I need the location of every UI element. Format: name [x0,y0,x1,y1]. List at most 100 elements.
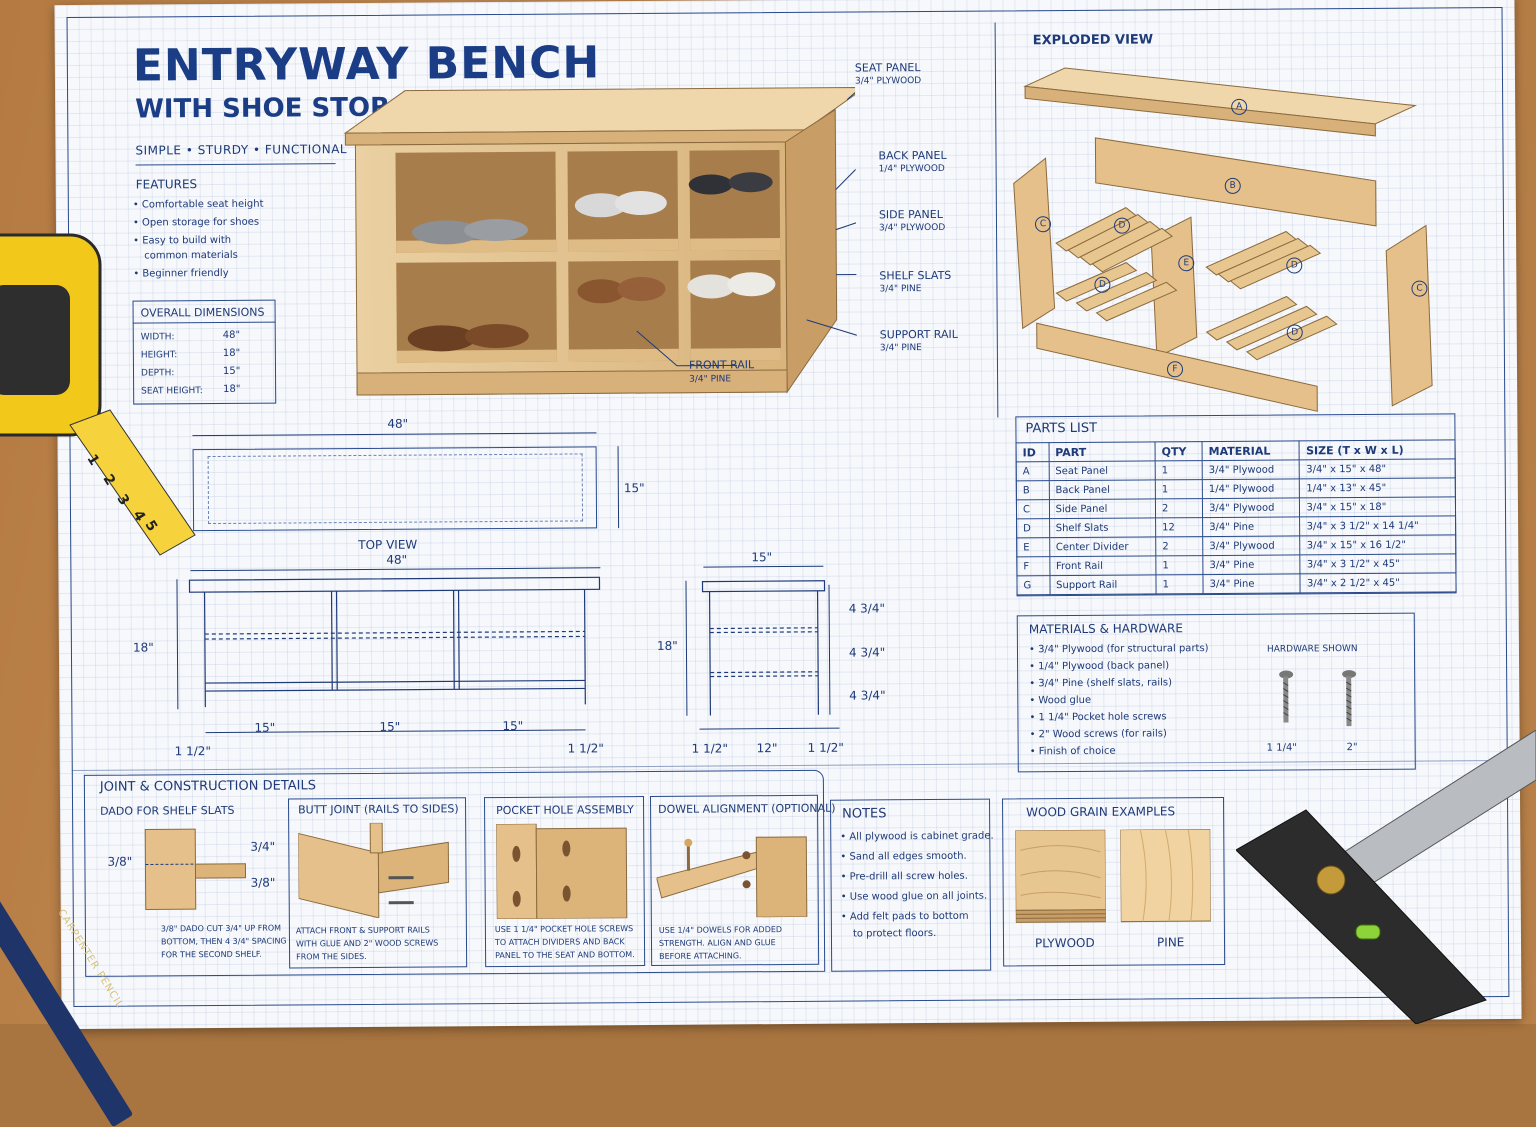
screw-icons [1269,668,1369,731]
dowel-drawing [656,822,817,918]
dimension-value: 15" [223,366,240,377]
table-cell: 1 [1156,575,1203,594]
table-cell: Back Panel [1049,480,1156,500]
table-cell: Seat Panel [1049,461,1156,481]
part-label: D [1114,218,1130,234]
table-cell: Support Rail [1050,575,1157,595]
notes-box [830,799,991,972]
joint-title: DOWEL ALIGNMENT (OPTIONAL) [658,802,836,816]
joint-caption: USE 1 1/4" POCKET HOLE SCREWS [495,924,633,934]
material-item: • 3/4" Plywood (for structural parts) [1029,643,1209,655]
column-header: MATERIAL [1202,441,1300,461]
side-view-bottom: 1 1/2" [692,741,728,755]
table-cell: 3/4" Pine [1203,574,1301,594]
callout-support-rail: SUPPORT RAIL [880,328,958,342]
table-cell: 1/4" x 13" x 45" [1300,478,1456,498]
front-view-width: 48" [386,553,407,567]
top-view-width: 48" [387,417,408,431]
table-cell: 1 [1155,461,1202,480]
front-view-bay: 15" [379,720,400,734]
joint-caption: BOTTOM, THEN 4 3/4" SPACING [161,937,287,947]
joint-caption: ATTACH FRONT & SUPPORT RAILS [296,926,430,936]
table-cell: B [1016,481,1049,500]
notes-heading: NOTES [842,806,886,821]
column-header: QTY [1155,442,1202,461]
callout-seat-panel: SEAT PANEL [855,61,921,74]
front-view-edge: 1 1/2" [568,741,604,755]
top-view-inner [208,453,583,524]
note-item: • Use wood glue on all joints. [841,891,988,903]
table-cell: Shelf Slats [1049,518,1156,538]
wood-sample-label: PLYWOOD [1035,936,1095,950]
part-label: A [1231,99,1247,115]
side-view-spacing: 4 3/4" [849,688,885,702]
joint-caption: STRENGTH. ALIGN AND GLUE [659,938,776,948]
table-cell: 3/4" x 3 1/2" x 45" [1300,554,1456,574]
front-view-edge: 1 1/2" [175,744,211,758]
table-cell: Center Divider [1049,537,1156,557]
table-cell: G [1017,576,1050,595]
part-label: C [1411,281,1427,297]
callout-spec: 3/4" PINE [879,284,921,294]
joint-title: BUTT JOINT (RAILS TO SIDES) [298,802,459,816]
material-item: • Wood glue [1029,695,1091,706]
dimension-value: 18" [223,384,240,395]
side-view-bottom: 1 1/2" [808,741,844,755]
table-cell: 12 [1156,518,1203,537]
callout-shelf-slats: SHELF SLATS [879,269,951,283]
dado-dim: 3/4" [250,840,275,854]
table-cell: D [1017,519,1050,538]
note-item: to protect floors. [853,928,936,940]
screw-icon [1279,670,1293,722]
part-label: D [1094,277,1110,293]
side-view-spacing: 4 3/4" [849,601,885,615]
exploded-view-heading: EXPLODED VIEW [1033,32,1154,48]
part-label: D [1286,257,1302,273]
note-item: • Add felt pads to bottom [841,911,969,923]
table-cell: 3/4" Plywood [1202,460,1300,480]
plywood-sample [1015,830,1106,926]
butt-joint-drawing [298,822,459,918]
dado-joint-drawing [140,824,251,915]
joint-caption: USE 1/4" DOWELS FOR ADDED [659,925,782,935]
parts-list-heading: PARTS LIST [1025,421,1097,436]
part-label: C [1035,216,1051,232]
table-cell: 3/4" Plywood [1203,536,1301,556]
side-view-spacing: 4 3/4" [849,645,885,659]
material-item: • Finish of choice [1030,746,1116,758]
dimension-value: 18" [223,348,240,359]
front-view-bay: 15" [502,719,523,733]
side-view-width: 15" [751,550,772,564]
table-cell: 3/4" x 3 1/2" x 14 1/4" [1300,516,1456,536]
table-cell: 3/4" Pine [1203,555,1301,575]
side-view-drawing [701,580,827,721]
joint-caption: FOR THE SECOND SHELF. [161,950,262,960]
wood-sample-label: PINE [1157,935,1184,949]
pocket-hole-drawing [496,823,637,919]
tape-measure-icon [0,225,200,565]
table-cell: 1 [1155,480,1202,499]
part-label: E [1178,255,1194,271]
callout-spec: 1/4" PLYWOOD [879,164,945,174]
material-item: • 1 1/4" Pocket hole screws [1029,711,1166,723]
table-cell: F [1017,557,1050,576]
wood-grain-heading: WOOD GRAIN EXAMPLES [1026,804,1175,819]
table-cell: C [1016,500,1049,519]
pine-sample [1120,829,1211,925]
front-view-height: 18" [133,640,154,654]
joint-caption: TO ATTACH DIVIDERS AND BACK [495,937,625,947]
material-item: • 2" Wood screws (for rails) [1030,728,1167,740]
dado-dim: 3/8" [251,876,276,890]
callout-side-panel: SIDE PANEL [879,208,943,221]
table-cell: 2 [1155,499,1202,518]
joint-caption: FROM THE SIDES. [296,952,367,961]
tagline: SIMPLE • STURDY • FUNCTIONAL [135,142,347,157]
materials-heading: MATERIALS & HARDWARE [1029,621,1183,636]
table-cell: 1/4" Plywood [1202,479,1300,499]
table-cell: 3/4" x 15" x 16 1/2" [1300,535,1456,555]
callout-spec: 3/4" PINE [689,374,731,384]
joint-caption: WITH GLUE AND 2" WOOD SCREWS [296,938,438,948]
callout-back-panel: BACK PANEL [878,149,946,162]
